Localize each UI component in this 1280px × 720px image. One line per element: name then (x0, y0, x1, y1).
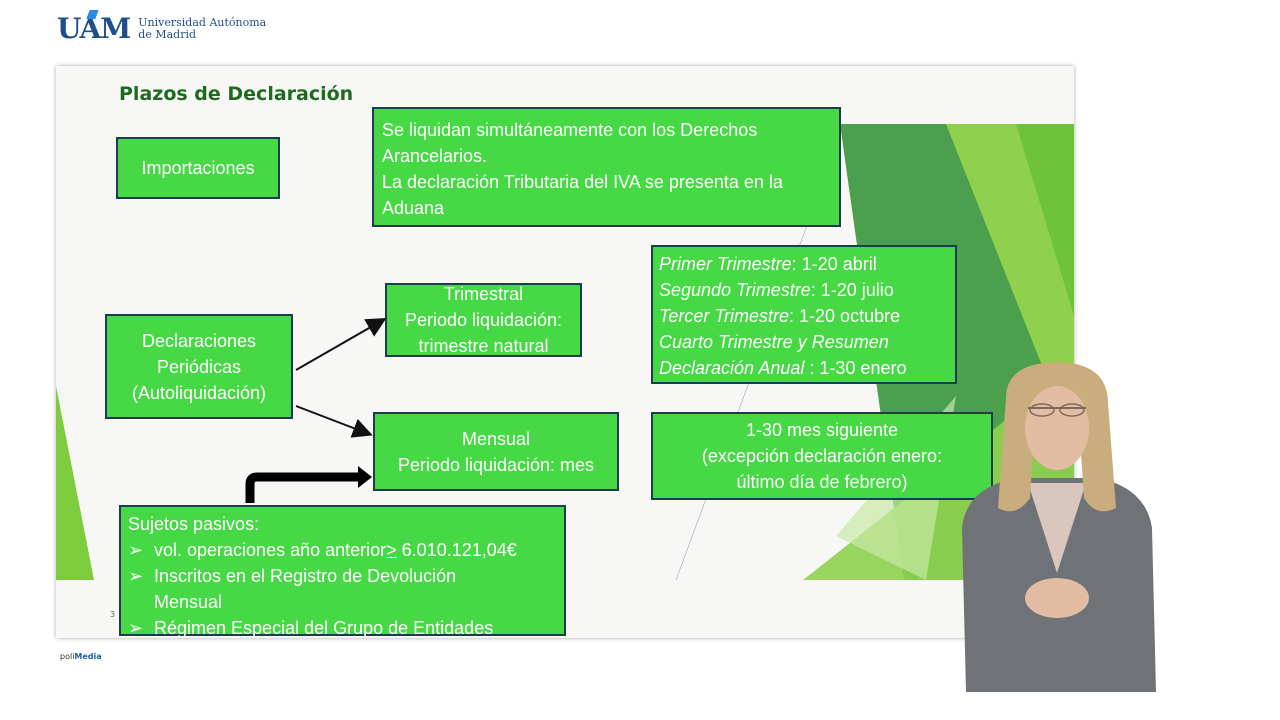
arrow-to-mensual (296, 406, 369, 434)
polimedia-brand: poliMedia (60, 652, 102, 661)
university-name: Universidad Autónoma de Madrid (138, 17, 266, 41)
connector-arrows (56, 66, 1074, 638)
arrow-to-trimestral (296, 320, 383, 370)
slide: Plazos de Declaración Importaciones Se l… (56, 66, 1074, 638)
university-name-line2: de Madrid (138, 29, 266, 41)
university-name-line1: Universidad Autónoma (138, 17, 266, 29)
uam-logo: UAM Universidad Autónoma de Madrid (57, 12, 266, 45)
page-number: 3 (110, 610, 115, 619)
arrow-sujetos-to-mensual (250, 477, 360, 503)
presenter-video (956, 358, 1158, 692)
logo-mark: UAM (57, 12, 130, 45)
